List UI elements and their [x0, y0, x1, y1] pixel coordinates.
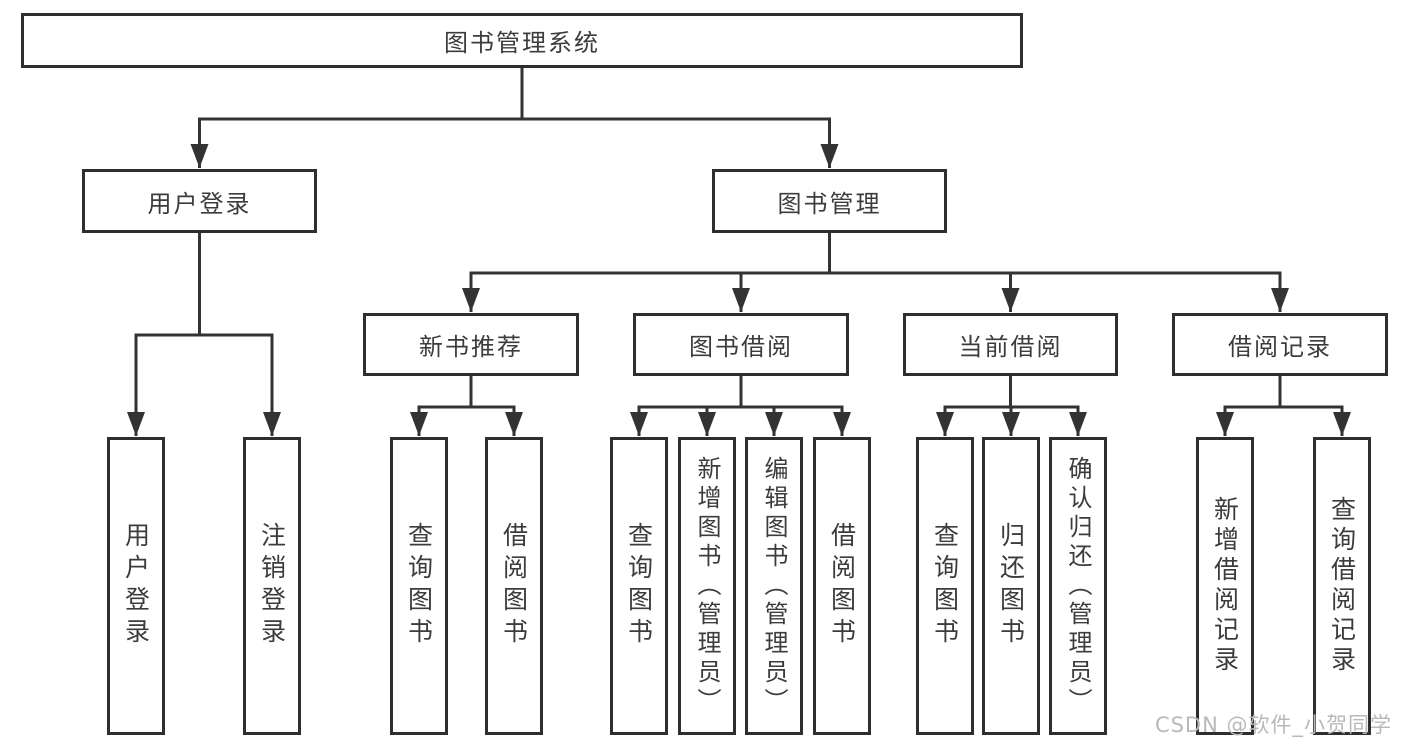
- leaf-current-query-books-label: 查询图书: [930, 522, 960, 650]
- leaf-current-query-books: 查询图书: [916, 437, 974, 735]
- leaf-newbook-query-books-label: 查询图书: [404, 522, 434, 650]
- node-book-management: 图书管理: [712, 169, 947, 233]
- leaf-borrowing-query-books-label: 查询图书: [624, 522, 654, 650]
- edge-book-borrowing-to-leaves: [630, 376, 851, 436]
- watermark: CSDN @软件_小贺同学: [1154, 713, 1392, 737]
- leaf-borrowing-add-books-admin-label: 新增图书（管理员）: [693, 455, 721, 717]
- node-new-book-recommend: 新书推荐: [363, 313, 579, 376]
- node-book-borrowing-label: 图书借阅: [689, 333, 793, 361]
- leaf-records-add-record: 新增借阅记录: [1196, 437, 1254, 735]
- leaf-records-query-record-label: 查询借阅记录: [1327, 496, 1357, 676]
- leaf-records-add-record-label: 新增借阅记录: [1210, 496, 1240, 676]
- node-current-borrowing: 当前借阅: [903, 313, 1118, 376]
- leaf-logout: 注销登录: [243, 437, 301, 735]
- edge-root-to-level2: [190, 68, 839, 168]
- leaf-newbook-query-books: 查询图书: [390, 437, 448, 735]
- node-current-borrowing-label: 当前借阅: [958, 333, 1063, 361]
- leaf-current-return-books: 归还图书: [982, 437, 1040, 735]
- node-root-label: 图书管理系统: [444, 29, 600, 57]
- leaf-logout-label: 注销登录: [257, 522, 287, 650]
- node-book-borrowing: 图书借阅: [633, 313, 849, 376]
- leaf-borrowing-query-books: 查询图书: [610, 437, 668, 735]
- leaf-borrowing-edit-books-admin-label: 编辑图书（管理员）: [760, 455, 788, 717]
- leaf-borrowing-edit-books-admin: 编辑图书（管理员）: [745, 437, 803, 735]
- node-new-book-recommend-label: 新书推荐: [419, 333, 523, 361]
- leaf-user-login: 用户登录: [107, 437, 165, 735]
- leaf-current-confirm-return-admin-label: 确认归还（管理员）: [1064, 455, 1092, 717]
- edge-new-book-to-leaves: [410, 376, 523, 436]
- leaf-newbook-borrow-books-label: 借阅图书: [499, 522, 529, 650]
- leaf-borrowing-borrow-books: 借阅图书: [813, 437, 871, 735]
- leaf-newbook-borrow-books: 借阅图书: [485, 437, 543, 735]
- leaf-current-confirm-return-admin: 确认归还（管理员）: [1049, 437, 1107, 735]
- edge-user-login-to-leaves: [127, 233, 281, 436]
- node-user-login: 用户登录: [82, 169, 317, 233]
- leaf-user-login-label: 用户登录: [121, 522, 151, 650]
- node-user-login-label: 用户登录: [147, 189, 252, 218]
- edge-borrowing-records-to-leaves: [1216, 376, 1351, 436]
- leaf-current-return-books-label: 归还图书: [996, 522, 1026, 650]
- node-book-management-label: 图书管理: [777, 189, 882, 218]
- node-borrowing-records: 借阅记录: [1172, 313, 1388, 376]
- leaf-borrowing-borrow-books-label: 借阅图书: [827, 522, 857, 650]
- node-root: 图书管理系统: [21, 13, 1023, 68]
- edge-current-borrowing-to-leaves: [936, 376, 1087, 436]
- leaf-records-query-record: 查询借阅记录: [1313, 437, 1371, 735]
- leaf-borrowing-add-books-admin: 新增图书（管理员）: [678, 437, 736, 735]
- node-borrowing-records-label: 借阅记录: [1228, 333, 1332, 361]
- edge-book-management-to-level3: [462, 233, 1289, 312]
